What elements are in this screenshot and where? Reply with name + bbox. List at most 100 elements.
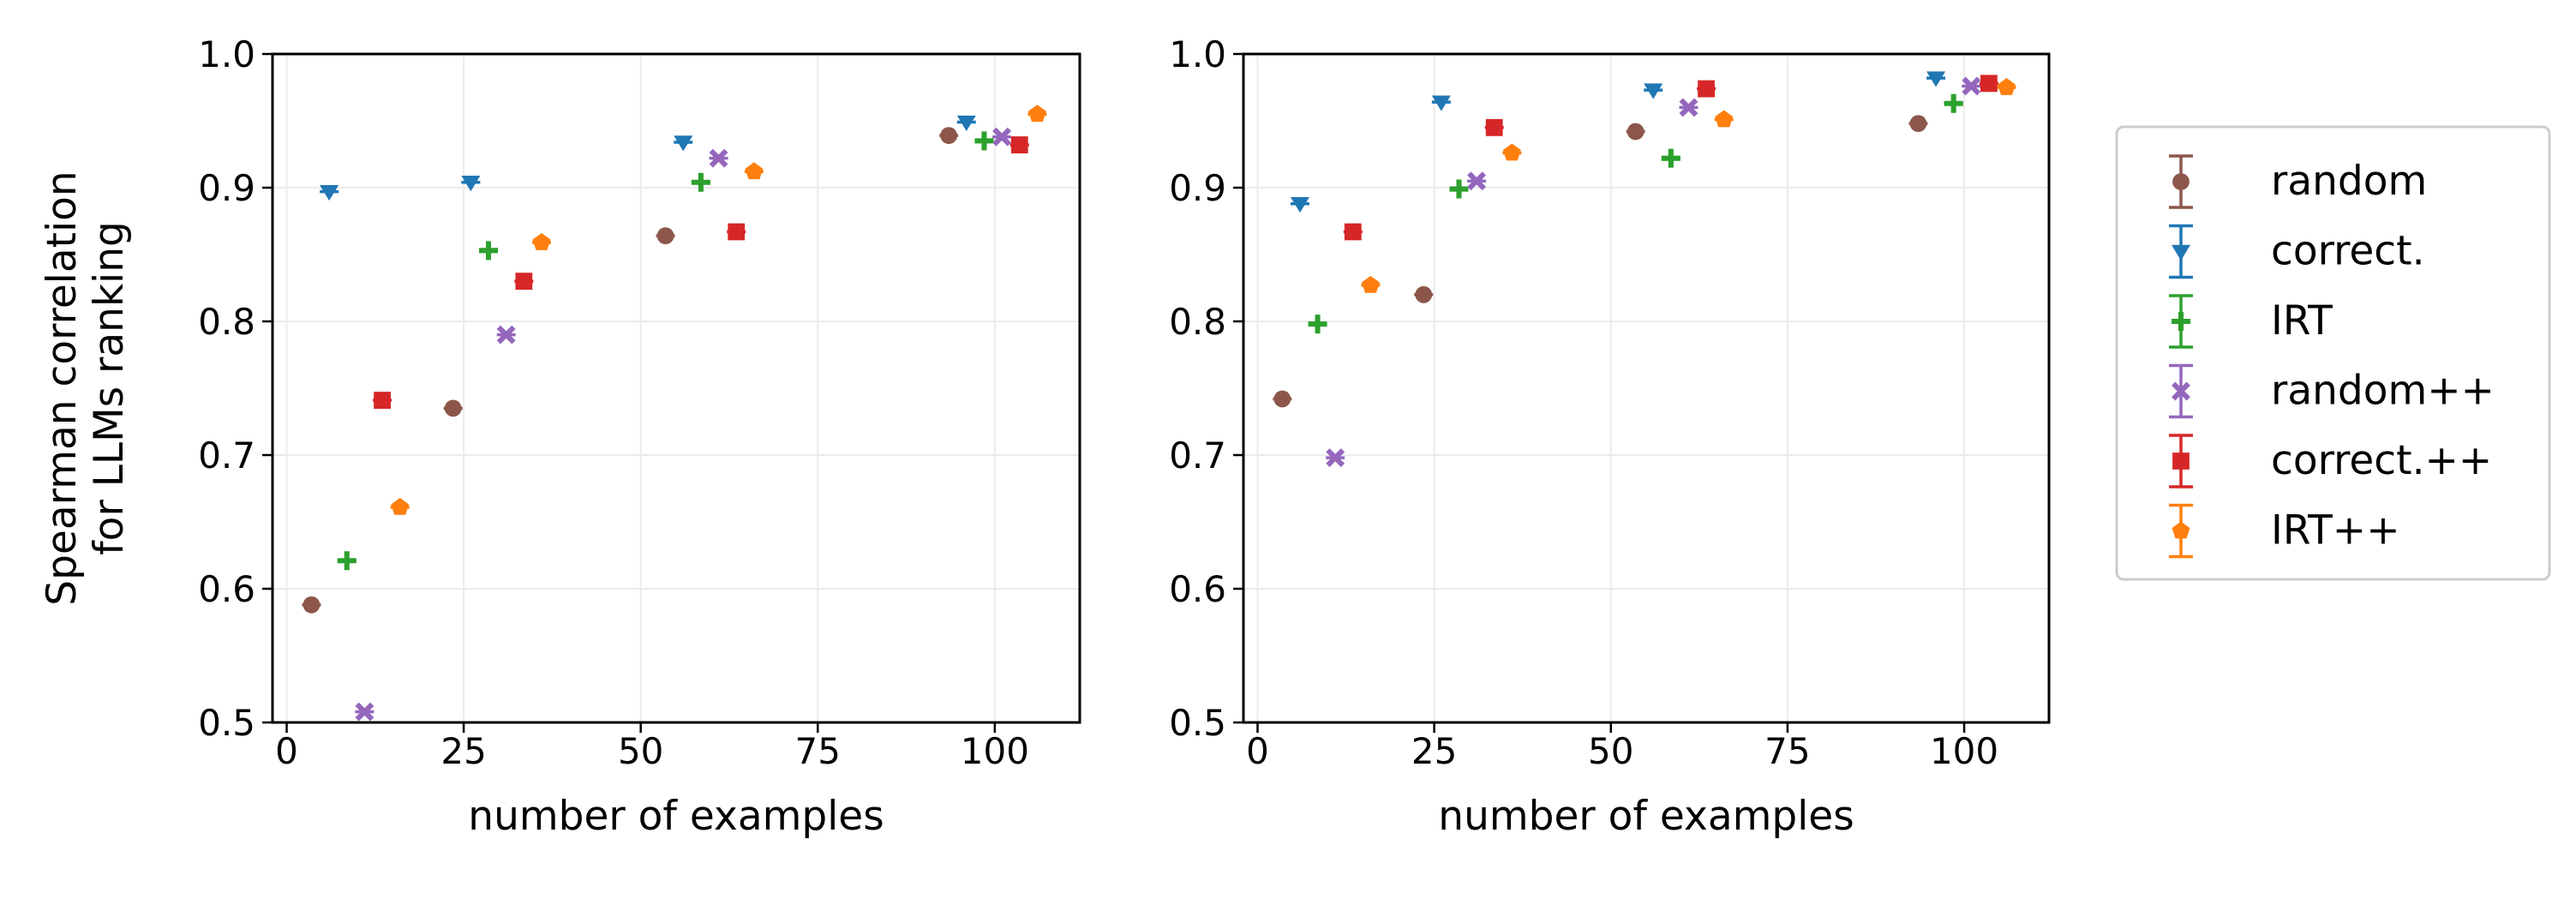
data-point xyxy=(1962,76,1981,96)
data-point xyxy=(1027,105,1046,123)
x-tick-label: 50 xyxy=(1588,730,1633,772)
data-point xyxy=(992,127,1012,147)
y-tick-label: 0.5 xyxy=(198,702,255,744)
legend-label: correct.++ xyxy=(2271,437,2492,484)
series-random xyxy=(302,127,959,614)
data-point xyxy=(1308,315,1327,334)
legend-marker xyxy=(2172,381,2190,401)
legend-entry-correct: correct. xyxy=(2169,224,2425,279)
data-point xyxy=(1467,171,1487,191)
y-tick-label: 0.8 xyxy=(1169,301,1226,343)
x-tick-label: 75 xyxy=(1764,730,1810,772)
data-point xyxy=(745,162,764,180)
series-irt xyxy=(337,131,994,571)
data-point xyxy=(1679,98,1698,117)
data-point xyxy=(1273,390,1291,408)
y-axis-label: Spearman correlation xyxy=(39,171,86,605)
x-tick-label: 0 xyxy=(275,730,298,772)
legend-entry-irt-plus-plus: IRT++ xyxy=(2169,503,2400,559)
data-point xyxy=(1998,78,2016,95)
legend-marker xyxy=(2172,244,2190,261)
data-point xyxy=(479,241,499,261)
series-irt-plus-plus xyxy=(390,105,1047,515)
legend-marker xyxy=(2172,173,2190,190)
x-tick-label: 100 xyxy=(961,730,1029,772)
x-axis-label: number of examples xyxy=(468,793,884,840)
legend-marker xyxy=(2172,312,2190,331)
x-tick-label: 100 xyxy=(1930,730,1998,772)
data-point xyxy=(444,399,462,417)
data-point xyxy=(940,127,958,145)
legend: random correct. IRT random++ correct.++ IRT++ xyxy=(2115,125,2551,581)
data-point xyxy=(355,702,374,722)
x-axis-label: number of examples xyxy=(1438,793,1854,840)
data-point xyxy=(974,131,994,151)
legend-entry-random-plus-plus: random++ xyxy=(2169,363,2495,419)
data-point xyxy=(496,325,516,345)
data-point xyxy=(1980,75,1998,93)
legend-entry-correct-plus-plus: correct.++ xyxy=(2169,434,2492,488)
legend-box xyxy=(2115,125,2551,581)
legend-entry-random: random xyxy=(2169,154,2427,209)
series-irt-plus-plus xyxy=(1361,78,2016,293)
legend-marker xyxy=(2172,452,2190,470)
series-random xyxy=(1273,115,1928,408)
legend-label: IRT++ xyxy=(2271,507,2400,554)
data-point xyxy=(1909,115,1927,133)
data-point xyxy=(1644,83,1663,99)
data-point xyxy=(1431,95,1451,111)
x-tick-label: 75 xyxy=(795,730,841,772)
plot-frame xyxy=(271,52,1081,724)
data-point xyxy=(1926,71,1946,87)
data-point xyxy=(1698,80,1715,98)
data-point xyxy=(374,392,391,409)
series-irt xyxy=(1308,93,1963,334)
data-point xyxy=(515,273,533,291)
series-correct-plus-plus xyxy=(373,136,1029,409)
data-point xyxy=(391,497,410,515)
data-point xyxy=(1344,223,1362,241)
legend-label: random xyxy=(2271,158,2427,205)
y-tick-label: 1.0 xyxy=(1169,33,1226,75)
data-point xyxy=(1502,143,1521,161)
data-point xyxy=(1415,285,1433,303)
data-point xyxy=(1715,110,1734,128)
y-tick-label: 0.8 xyxy=(198,301,255,343)
grid xyxy=(1243,53,2049,723)
data-point xyxy=(1290,197,1309,213)
data-point xyxy=(1326,448,1345,468)
data-point xyxy=(303,596,321,614)
series-correct xyxy=(1290,71,1946,213)
data-point xyxy=(1661,148,1680,168)
y-tick-label: 0.9 xyxy=(1169,167,1226,209)
data-point xyxy=(1449,179,1469,199)
legend-label: correct. xyxy=(2271,228,2425,275)
legend-label: random++ xyxy=(2271,368,2495,415)
legend-label: IRT xyxy=(2271,297,2333,345)
y-tick-label: 0.6 xyxy=(1169,568,1226,610)
data-point xyxy=(691,172,710,192)
y-tick-label: 1.0 xyxy=(198,33,255,75)
data-point xyxy=(1361,275,1380,293)
data-point xyxy=(1626,123,1644,141)
grid xyxy=(273,53,1080,723)
legend-entry-irt: IRT xyxy=(2169,294,2333,349)
legend-marker xyxy=(2172,521,2190,539)
data-point xyxy=(461,176,481,192)
y-tick-label: 0.5 xyxy=(1169,702,1226,744)
series-correct xyxy=(320,115,976,201)
y-axis-label: for LLMs ranking xyxy=(86,221,133,555)
series-random-plus-plus xyxy=(355,127,1012,722)
y-tick-label: 0.7 xyxy=(198,435,255,476)
y-tick-label: 0.7 xyxy=(1169,435,1226,476)
data-point xyxy=(320,184,339,201)
x-tick-label: 50 xyxy=(618,730,663,772)
data-point xyxy=(956,115,976,132)
data-point xyxy=(1485,118,1503,136)
data-point xyxy=(674,135,693,152)
x-tick-label: 25 xyxy=(440,730,486,772)
data-point xyxy=(1944,93,1963,113)
